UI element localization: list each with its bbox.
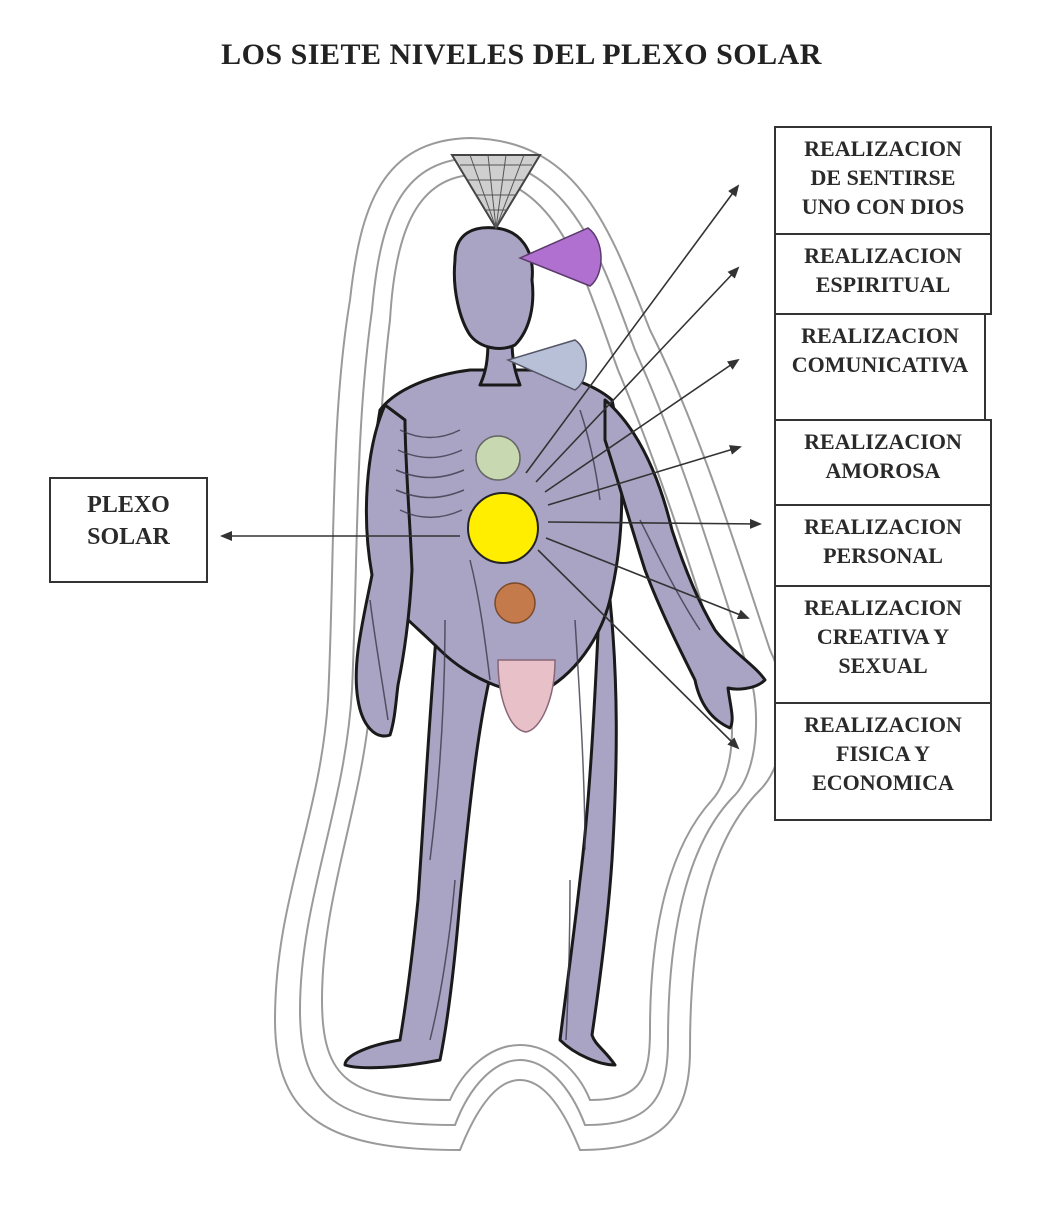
left-arm [354,403,414,738]
arrow-level-2 [535,266,740,483]
level-1-line-2: DE SENTIRSE [810,165,956,190]
arrow-level-6 [545,537,750,619]
sacral-chakra-icon [494,582,536,624]
muscle-detail [369,409,701,1041]
arrow-level-7 [537,549,740,750]
level-6-line-2: CREATIVA Y [816,624,950,649]
arrow-level-5 [547,518,762,529]
arrow-level-4 [547,445,742,506]
level-label-2: REALIZACION ESPIRITUAL [774,233,992,315]
aura-outer [273,136,785,1152]
crown-chakra-icon [450,154,542,230]
level-label-3: REALIZACION COMUNICATIVA [774,313,986,421]
level-7-line-2: FISICA Y [836,741,930,766]
arrow-level-1 [525,184,740,474]
level-4-line-1: REALIZACION [804,429,962,454]
head [452,226,535,350]
level-label-6: REALIZACION CREATIVA Y SEXUAL [774,585,992,704]
plexo-line-1: PLEXO [87,492,170,518]
level-3-line-2: COMUNICATIVA [791,352,969,377]
throat-chakra-icon [505,339,587,391]
level-1-line-1: REALIZACION [804,136,962,161]
plexo-solar-label: PLEXO SOLAR [49,477,208,583]
crown-chakra-mesh [460,154,532,229]
level-3-line-1: REALIZACION [801,323,959,348]
level-2-line-2: ESPIRITUAL [815,272,951,297]
right-leg [558,588,618,1067]
level-2-line-1: REALIZACION [804,243,962,268]
level-label-4: REALIZACION AMOROSA [774,419,992,506]
level-1-line-3: UNO CON DIOS [801,194,965,219]
level-5-line-2: PERSONAL [823,543,943,568]
third-eye-chakra-icon [518,227,602,287]
aura-middle [298,156,758,1127]
level-6-line-3: SEXUAL [838,653,928,678]
root-chakra-icon [497,659,556,733]
plexo-line-2: SOLAR [87,524,170,550]
right-arm [603,398,767,730]
heart-chakra-icon [475,435,521,481]
level-label-7: REALIZACION FISICA Y ECONOMICA [774,702,992,821]
level-label-5: REALIZACION PERSONAL [774,504,992,587]
level-7-line-1: REALIZACION [804,712,962,737]
page-title: LOS SIETE NIVELES DEL PLEXO SOLAR [221,38,822,71]
level-label-1: REALIZACION DE SENTIRSE UNO CON DIOS [774,126,992,235]
level-5-line-1: REALIZACION [804,514,962,539]
left-leg [343,588,502,1070]
arrows [220,184,762,750]
level-7-line-3: ECONOMICA [812,770,954,795]
arrow-level-3 [544,358,740,493]
chakras [450,154,602,733]
solar-plexus-icon [467,492,539,564]
level-4-line-2: AMOROSA [825,458,941,483]
level-6-line-1: REALIZACION [804,595,962,620]
neck [478,338,522,387]
